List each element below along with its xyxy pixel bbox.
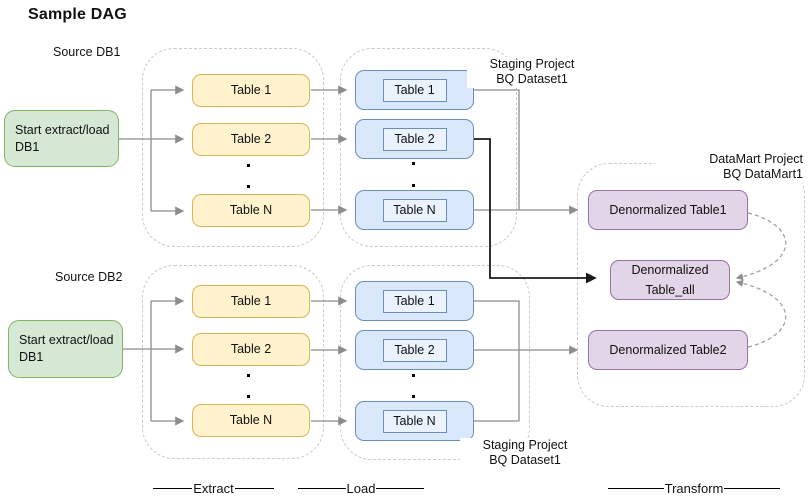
extract1-table2-node: Table 2 — [192, 123, 310, 156]
table-inner-rect: Table N — [382, 198, 447, 222]
load1-tablen-node: Table N — [355, 190, 474, 230]
extract2-table2-node: Table 2 — [192, 333, 310, 366]
staging-project-top-label: Staging Project BQ Dataset1 — [467, 57, 597, 88]
ellipsis-dot — [412, 162, 415, 165]
denormalized-table2-node: Denormalized Table2 — [588, 330, 748, 370]
load-db2-group — [340, 265, 530, 460]
start-extract-load-db2-node: Start extract/load DB1 — [8, 320, 123, 378]
section-load-label: Load — [345, 480, 377, 496]
section-extract: Extract — [153, 480, 274, 496]
load2-table1-node: Table 1 — [355, 281, 474, 321]
table-label: Table 2 — [394, 131, 435, 146]
ellipsis-dot — [412, 395, 415, 398]
table-label: Table 1 — [394, 293, 435, 308]
table-label: Table N — [393, 413, 436, 428]
section-transform: Transform — [608, 480, 780, 496]
ellipsis-dot — [247, 374, 250, 377]
section-transform-label: Transform — [663, 480, 725, 496]
denormalized-table-all-node: Denormalized Table_all — [610, 260, 730, 300]
extract2-tablen-node: Table N — [192, 404, 310, 437]
extract1-tablen-node: Table N — [192, 194, 310, 227]
table-label: Table 1 — [394, 82, 435, 97]
extract2-table1-node: Table 1 — [192, 285, 310, 318]
table-inner-rect: Table 1 — [382, 78, 447, 102]
table-label: Table 2 — [394, 342, 435, 357]
table-inner-rect: Table N — [382, 409, 447, 433]
load2-tablen-node: Table N — [355, 401, 474, 441]
ellipsis-dot — [412, 374, 415, 377]
diagram-title: Sample DAG — [28, 6, 127, 23]
source-db2-label: Source DB2 — [55, 270, 123, 284]
ellipsis-dot — [247, 185, 250, 188]
table-inner-rect: Table 1 — [382, 289, 447, 313]
load1-table2-node: Table 2 — [355, 119, 474, 159]
extract1-table1-node: Table 1 — [192, 74, 310, 107]
datamart-project-label: DataMart Project BQ DataMart1 — [655, 152, 803, 183]
ellipsis-dot — [412, 184, 415, 187]
load2-table2-node: Table 2 — [355, 330, 474, 370]
section-load: Load — [298, 480, 424, 496]
table-inner-rect: Table 2 — [382, 127, 447, 151]
start-extract-load-db1-node: Start extract/load DB1 — [4, 110, 119, 167]
source-db1-label: Source DB1 — [53, 45, 121, 59]
ellipsis-dot — [247, 164, 250, 167]
table-label: Table N — [393, 202, 436, 217]
staging-project-bottom-label: Staging Project BQ Dataset1 — [460, 438, 590, 469]
load1-table1-node: Table 1 — [355, 70, 474, 110]
section-extract-label: Extract — [192, 480, 235, 496]
ellipsis-dot — [247, 395, 250, 398]
denormalized-table1-node: Denormalized Table1 — [588, 190, 748, 230]
table-inner-rect: Table 2 — [382, 338, 447, 362]
